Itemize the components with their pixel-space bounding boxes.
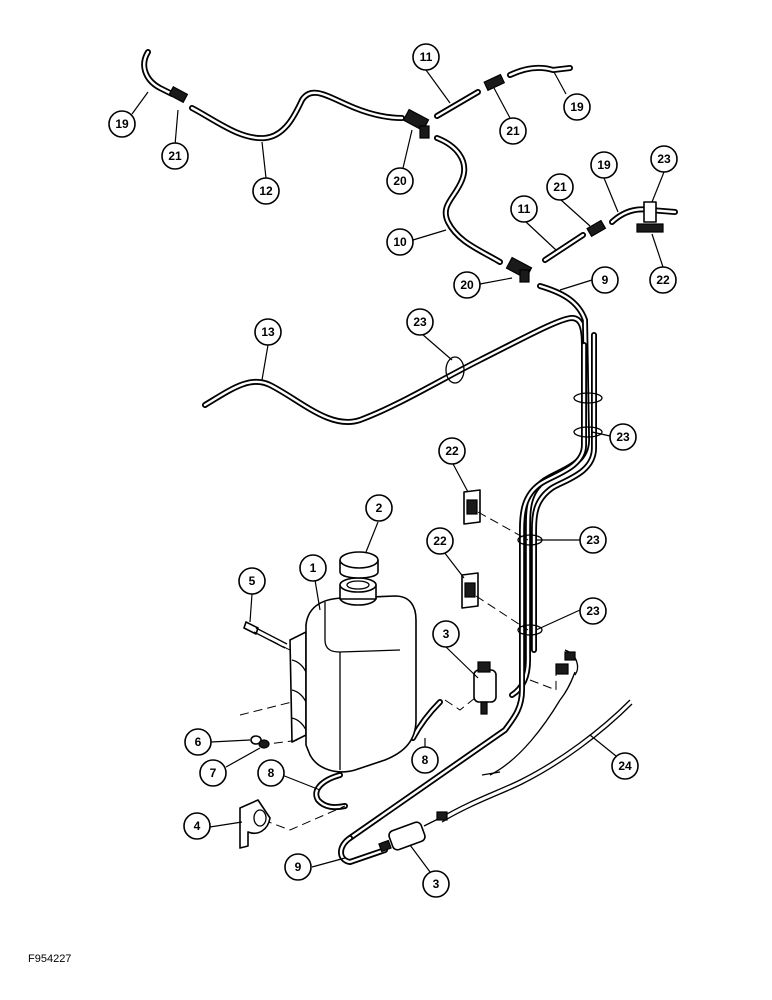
bracket-4 — [239, 799, 271, 849]
svg-text:23: 23 — [616, 430, 630, 444]
nut-7 — [258, 739, 270, 749]
hose-group — [141, 49, 678, 865]
clip-23-top-right — [643, 201, 657, 223]
mount-pads — [461, 489, 481, 609]
clip-23-b — [573, 426, 603, 438]
svg-text:20: 20 — [460, 278, 474, 292]
svg-text:3: 3 — [443, 627, 450, 641]
callout-13: 13 — [254, 318, 282, 346]
pump-3-upper — [473, 661, 497, 715]
pump-3-lower — [378, 817, 441, 853]
callout-2: 2 — [365, 494, 393, 522]
callout-5: 5 — [238, 567, 266, 595]
svg-text:5: 5 — [249, 574, 256, 588]
connector-21-middle — [586, 219, 607, 238]
svg-text:8: 8 — [422, 753, 429, 767]
callout-4: 4 — [183, 812, 211, 840]
connector-21-top — [483, 73, 506, 92]
callout-23-hose13: 23 — [406, 308, 434, 336]
callout-20-middle: 20 — [453, 271, 481, 299]
tee-fitting-20-top — [402, 108, 430, 132]
clip-23-hose13 — [445, 356, 465, 384]
callout-21-top-left: 21 — [161, 142, 189, 170]
svg-text:4: 4 — [194, 819, 201, 833]
callout-23-bundle-lower: 23 — [579, 597, 607, 625]
callout-21-top: 21 — [499, 117, 527, 145]
callouts: 19 21 12 20 11 21 19 23 19 21 11 10 20 9… — [108, 43, 678, 898]
svg-text:2: 2 — [376, 501, 383, 515]
callout-9-upper: 9 — [591, 266, 619, 294]
hose-12 — [189, 89, 405, 142]
svg-text:22: 22 — [656, 273, 670, 287]
figure-id: F954227 — [28, 953, 72, 965]
svg-text:22: 22 — [445, 444, 459, 458]
svg-text:3: 3 — [433, 877, 440, 891]
svg-text:13: 13 — [261, 325, 275, 339]
callout-23-top-right: 23 — [650, 145, 678, 173]
svg-text:23: 23 — [413, 315, 427, 329]
callout-22-upper: 22 — [438, 437, 466, 465]
svg-text:23: 23 — [586, 604, 600, 618]
svg-text:21: 21 — [168, 149, 182, 163]
callout-3-lower: 3 — [422, 870, 450, 898]
svg-text:9: 9 — [602, 273, 609, 287]
callout-19-right: 19 — [590, 151, 618, 179]
clip-23-a — [573, 392, 603, 404]
svg-text:12: 12 — [259, 184, 273, 198]
callout-23-bundle-upper: 23 — [609, 423, 637, 451]
callout-11-middle: 11 — [510, 195, 538, 223]
svg-text:20: 20 — [393, 174, 407, 188]
svg-text:21: 21 — [506, 124, 520, 138]
callout-19-top-right: 19 — [563, 93, 591, 121]
bolt-5 — [243, 621, 288, 649]
svg-text:7: 7 — [210, 766, 217, 780]
callout-3-upper: 3 — [432, 620, 460, 648]
svg-text:6: 6 — [195, 735, 202, 749]
svg-text:19: 19 — [570, 100, 584, 114]
svg-text:11: 11 — [420, 50, 433, 64]
callout-11-top: 11 — [412, 43, 440, 71]
callout-12: 12 — [252, 177, 280, 205]
callout-20-top: 20 — [386, 167, 414, 195]
callout-1: 1 — [299, 554, 327, 582]
callout-7: 7 — [199, 759, 227, 787]
callout-8-right: 8 — [411, 746, 439, 774]
clip-23-d — [517, 624, 543, 636]
callout-23-bundle-middle: 23 — [579, 526, 607, 554]
washer-nut — [250, 735, 270, 749]
callout-10: 10 — [386, 228, 414, 256]
svg-text:21: 21 — [553, 180, 567, 194]
svg-text:9: 9 — [295, 860, 302, 874]
svg-text:23: 23 — [586, 533, 600, 547]
wiring-harness — [436, 649, 633, 823]
mount-22-top-right — [636, 223, 664, 233]
connector-21-left — [168, 86, 189, 104]
svg-text:10: 10 — [393, 235, 407, 249]
svg-text:19: 19 — [115, 117, 129, 131]
svg-text:8: 8 — [268, 766, 275, 780]
callout-21-middle: 21 — [546, 173, 574, 201]
callout-19-top-left: 19 — [108, 110, 136, 138]
callout-6: 6 — [184, 728, 212, 756]
leader-lines — [131, 69, 665, 881]
washer-6 — [250, 735, 262, 745]
svg-text:11: 11 — [518, 202, 531, 216]
callout-24: 24 — [611, 752, 639, 780]
svg-text:24: 24 — [618, 759, 632, 773]
svg-text:23: 23 — [657, 152, 671, 166]
reservoir-tank — [289, 577, 417, 773]
svg-text:19: 19 — [597, 158, 611, 172]
reservoir-cap — [339, 551, 379, 579]
callout-8-lower: 8 — [257, 759, 285, 787]
bundle-clips — [445, 356, 603, 636]
callout-9-lower: 9 — [284, 853, 312, 881]
callout-22-lower: 22 — [426, 527, 454, 555]
svg-text:22: 22 — [433, 534, 447, 548]
fittings — [168, 73, 664, 283]
svg-text:1: 1 — [310, 561, 317, 575]
callout-22-top-right: 22 — [649, 266, 677, 294]
